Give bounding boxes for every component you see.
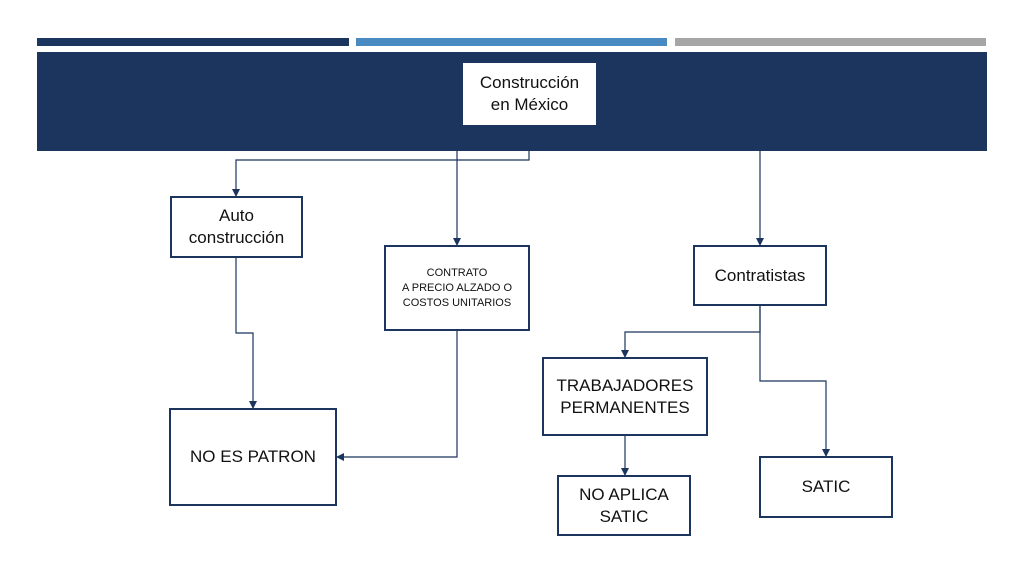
node-trabajadores-permanentes: TRABAJADORES PERMANENTES — [542, 357, 708, 436]
connector-contratistas-to-satic — [759, 306, 830, 457]
connector-contratistas-to-trabajadores — [621, 306, 761, 358]
header-stripe-gray — [675, 38, 986, 46]
header-stripe-blue — [356, 38, 667, 46]
node-construccion-en-mexico: Construcción en México — [463, 63, 596, 125]
node-auto-construccion: Auto construcción — [170, 196, 303, 258]
connector-auto-to-noespatron — [235, 258, 257, 409]
node-contratistas: Contratistas — [693, 245, 827, 306]
node-no-aplica-satic: NO APLICA SATIC — [557, 475, 691, 536]
node-no-es-patron: NO ES PATRON — [169, 408, 337, 506]
node-satic: SATIC — [759, 456, 893, 518]
connector-contrato-to-noespatron — [336, 331, 458, 461]
header-stripe-navy — [37, 38, 349, 46]
node-contrato-precio-alzado: CONTRATO A PRECIO ALZADO O COSTOS UNITAR… — [384, 245, 530, 331]
